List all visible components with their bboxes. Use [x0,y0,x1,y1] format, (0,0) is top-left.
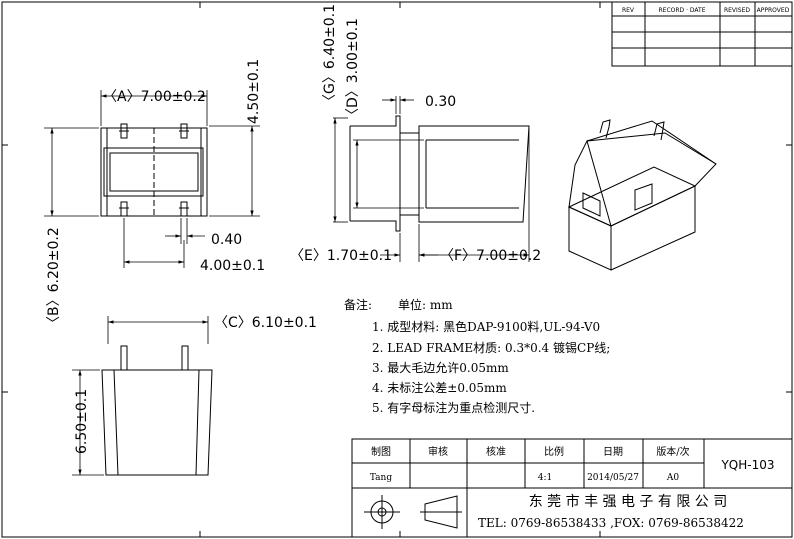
dim-lead-thickness-label: 0.30 [425,94,456,110]
note-item: 3. 最大毛边允许0.05mm [372,360,509,375]
revised-header: REVISED [724,7,750,14]
value-drafter: Tang [370,473,392,483]
side-view: 0.30 〈E〉1.70±0.1 〈F〉7.00±0.2 〈G〉6.40±0.1… [290,4,541,264]
value-version: A0 [666,473,679,483]
projection-symbol [364,495,462,529]
dim-pin-width-label: 0.40 [211,232,242,248]
dim-d-label: 〈D〉3.00±0.1 [345,18,361,122]
note-item: 1. 成型材料: 黑色DAP-9100料,UL-94-V0 [372,320,600,334]
value-date: 2014/05/27 [587,473,639,483]
header-drafter: 制图 [371,445,391,458]
header-review: 审核 [428,445,448,458]
note-item: 4. 未标注公差±0.05mm [372,380,507,395]
header-approve: 核准 [486,445,506,458]
header-version: 版本/次 [656,445,689,458]
note-item: 2. LEAD FRAME材质: 0.3*0.4 镀锡CP线; [372,340,610,355]
dim-side-height-label: 6.50±0.1 [74,389,90,454]
contact-line: TEL: 0769-86538433 ,FOX: 0769-86538422 [478,516,744,530]
dim-g-label: 〈G〉6.40±0.1 [322,4,338,108]
company-name: 东 莞 市 丰 强 电 子 有 限 公 司 [529,493,728,510]
dim-top-height-label: 4.50±0.1 [246,59,262,124]
approved-header: APPROVED [757,7,790,14]
title-block: 制图 审核 核准 比例 日期 版本/次 Tang 4:1 2014/05/27 … [351,438,793,538]
header-scale: 比例 [544,445,564,458]
dim-pin-spacing-label: 4.00±0.1 [200,258,265,274]
notes: 备注: 单位: mm 1. 成型材料: 黑色DAP-9100料,UL-94-V0… [344,297,610,415]
dim-b-label: 〈B〉6.20±0.2 [46,227,62,330]
value-scale: 4:1 [538,473,552,483]
dim-a-label: 〈A〉7.00±0.2 [103,89,206,105]
top-view: 〈A〉7.00±0.2 0.40 4.00±0.1 4.50±0.1 〈B〉6.… [44,59,265,330]
rev-header: REV [622,7,635,14]
dim-e-label: 〈E〉1.70±0.1 [290,248,392,264]
note-item: 5. 有字母标注为重点检测尺寸. [372,400,535,415]
record-date-header: RECORD · DATE [659,7,706,14]
notes-heading: 备注: [344,297,372,312]
dim-f-label: 〈F〉7.00±0.2 [440,248,541,264]
front-view: 〈C〉6.10±0.1 6.50±0.1 [72,315,317,476]
header-date: 日期 [603,446,623,458]
part-number: YQH-103 [720,458,774,472]
revision-table: REV RECORD · DATE REVISED APPROVED [611,1,793,67]
isometric-view [567,119,717,271]
notes-unit: 单位: mm [398,297,453,312]
dim-c-label: 〈C〉6.10±0.1 [214,315,317,331]
